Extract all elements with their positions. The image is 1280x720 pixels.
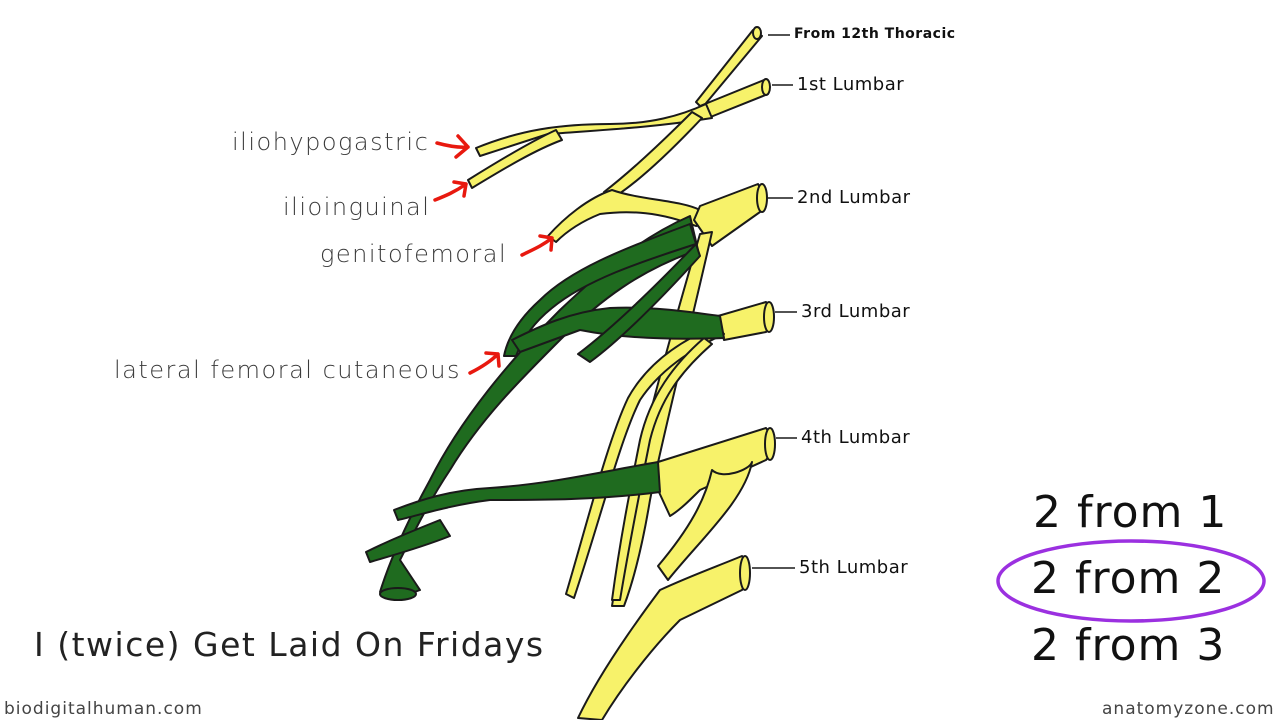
credit-biodigitalhuman: biodigitalhuman.com xyxy=(4,699,203,719)
femoral-nerve-cut-end xyxy=(380,588,416,600)
nerve-label-ilioinguinal: ilioinguinal xyxy=(283,193,430,221)
nerve-label-genitofemoral: genitofemoral xyxy=(320,240,507,268)
root-label-l5: 5th Lumbar xyxy=(799,557,908,578)
root-label-l2: 2nd Lumbar xyxy=(797,187,911,208)
count-line-2: 2 from 2 xyxy=(1031,553,1225,604)
t12-cut-end xyxy=(753,27,761,39)
count-line-1: 2 from 1 xyxy=(1033,487,1227,538)
root-label-l4: 4th Lumbar xyxy=(801,427,910,448)
l3-cut-end xyxy=(764,302,774,332)
l1-cut-end xyxy=(762,79,770,95)
lateral-femoral-cutaneous-arrow-icon xyxy=(470,353,499,373)
l5-root xyxy=(578,556,748,720)
iliohypogastric-arrow-icon xyxy=(437,136,468,157)
nerve-label-iliohypogastric: iliohypogastric xyxy=(232,128,429,156)
l3-root xyxy=(718,302,771,340)
ilioinguinal-arrow-icon xyxy=(435,182,466,200)
credit-anatomyzone: anatomyzone.com xyxy=(1102,699,1275,719)
root-label-l3: 3rd Lumbar xyxy=(801,301,910,322)
root-leader-lines xyxy=(752,35,797,568)
root-label-l1: 1st Lumbar xyxy=(797,74,904,95)
nerve-label-lateral-femoral-cutaneous: lateral femoral cutaneous xyxy=(114,356,461,384)
mnemonic-text: I (twice) Get Laid On Fridays xyxy=(34,625,545,664)
l5-cut-end xyxy=(740,556,750,590)
l4-cut-end xyxy=(765,428,775,460)
root-label-t12: From 12th Thoracic xyxy=(794,26,956,42)
l2-cut-end xyxy=(757,184,767,212)
count-line-3: 2 from 3 xyxy=(1031,620,1225,671)
genitofemoral-arrow-icon xyxy=(522,236,552,255)
